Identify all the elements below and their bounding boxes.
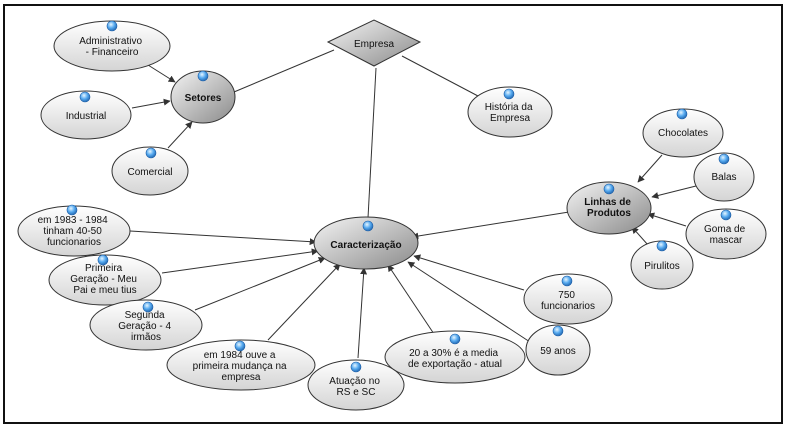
node-empresa[interactable]: Empresa — [326, 19, 422, 67]
node-pirulitos[interactable]: Pirulitos — [630, 240, 694, 290]
node-exportacao[interactable]: 20 a 30% é a media de exportação - atual — [384, 330, 526, 384]
node-exportacao-label: 20 a 30% é a media de exportação - atual — [408, 348, 502, 370]
edge-pirulitos-linhas — [631, 226, 649, 246]
edge-chocolates-linhas — [637, 154, 663, 183]
node-anos59-label: 59 anos — [540, 346, 576, 357]
edge-linhas-caracterizacao — [411, 211, 570, 240]
edge-anos59-caracterizacao — [407, 261, 531, 343]
node-industrial-label: Industrial — [66, 111, 107, 122]
edge-balas-linhas — [651, 184, 701, 199]
node-historia[interactable]: História da Empresa — [467, 86, 553, 138]
node-em1984-bullet-icon — [234, 340, 246, 352]
node-caracterizacao-label: Caracterização — [330, 240, 401, 251]
edge-empresa-historia — [401, 55, 479, 97]
node-atuacao[interactable]: Atuação no RS e SC — [307, 359, 405, 411]
node-funcionarios750-bullet-icon — [561, 275, 573, 287]
node-exportacao-bullet-icon — [449, 333, 461, 345]
node-funcionarios750[interactable]: 750 funcionarios — [523, 273, 613, 325]
node-balas[interactable]: Balas — [693, 152, 755, 202]
node-balas-label: Balas — [711, 172, 736, 183]
node-funcionarios750-label: 750 funcionarios — [541, 290, 595, 312]
node-goma-label: Goma de mascar — [704, 224, 748, 246]
node-setores-bullet-icon — [197, 70, 209, 82]
node-chocolates[interactable]: Chocolates — [642, 108, 724, 158]
node-anos59[interactable]: 59 anos — [525, 324, 591, 376]
node-caracterizacao-bullet-icon — [362, 220, 374, 232]
edge-segunda-caracterizacao — [194, 257, 326, 311]
node-em1984-label: em 1984 ouve a primeira mudança na empre… — [193, 350, 290, 383]
edge-funcionarios750-caracterizacao — [413, 254, 525, 291]
edge-primeira-caracterizacao — [161, 248, 319, 274]
node-setores[interactable]: Setores — [170, 70, 236, 124]
node-primeira-bullet-icon — [97, 254, 109, 266]
node-setores-label: Setores — [185, 93, 222, 104]
node-comercial-label: Comercial — [127, 167, 172, 178]
node-administrativo[interactable]: Administrativo - Financeiro — [53, 20, 171, 72]
node-administrativo-label: Administrativo - Financeiro — [79, 36, 145, 58]
node-goma-bullet-icon — [720, 209, 732, 221]
node-anos59-bullet-icon — [552, 325, 564, 337]
node-segunda[interactable]: Segunda Geração - 4 irmãos — [89, 299, 203, 351]
edge-comercial-setores — [167, 121, 193, 149]
edge-exportacao-caracterizacao — [387, 264, 435, 335]
node-atuacao-bullet-icon — [350, 361, 362, 373]
node-industrial-bullet-icon — [79, 91, 91, 103]
node-pirulitos-label: Pirulitos — [644, 261, 680, 272]
node-atuacao-label: Atuação no RS e SC — [329, 376, 382, 398]
edge-empresa-caracterizacao — [367, 67, 377, 219]
node-balas-bullet-icon — [718, 153, 730, 165]
node-primeira[interactable]: Primeira Geração - Meu Pai e meu tius — [48, 254, 162, 306]
node-em1983-label: em 1983 - 1984 tinham 40-50 funcionarios — [38, 215, 111, 248]
node-caracterizacao[interactable]: Caracterização — [313, 216, 419, 270]
node-segunda-bullet-icon — [142, 301, 154, 313]
node-comercial[interactable]: Comercial — [111, 146, 189, 196]
node-em1984[interactable]: em 1984 ouve a primeira mudança na empre… — [166, 339, 316, 391]
node-goma[interactable]: Goma de mascar — [685, 208, 767, 260]
edge-industrial-setores — [131, 98, 171, 109]
node-chocolates-bullet-icon — [676, 108, 688, 120]
node-segunda-label: Segunda Geração - 4 irmãos — [118, 310, 174, 343]
node-industrial[interactable]: Industrial — [40, 90, 132, 140]
edge-atuacao-caracterizacao — [357, 267, 368, 359]
node-primeira-label: Primeira Geração - Meu Pai e meu tius — [70, 263, 139, 296]
node-chocolates-label: Chocolates — [658, 128, 708, 139]
node-pirulitos-bullet-icon — [656, 240, 668, 252]
node-historia-bullet-icon — [503, 88, 515, 100]
edge-administrativo-setores — [147, 64, 176, 83]
node-empresa-label: Empresa — [354, 39, 394, 50]
node-em1983[interactable]: em 1983 - 1984 tinham 40-50 funcionarios — [17, 204, 131, 257]
node-linhas[interactable]: Linhas de Produtos — [566, 181, 652, 235]
edge-em1984-caracterizacao — [267, 263, 341, 341]
edge-goma-linhas — [647, 212, 687, 227]
edge-em1983-caracterizacao — [129, 230, 317, 246]
node-linhas-label: Linhas de Produtos — [584, 197, 633, 219]
node-em1983-bullet-icon — [66, 204, 78, 216]
node-historia-label: História da Empresa — [485, 102, 536, 124]
node-comercial-bullet-icon — [145, 147, 157, 159]
node-linhas-bullet-icon — [603, 183, 615, 195]
node-administrativo-bullet-icon — [106, 20, 118, 32]
edge-setores-empresa — [233, 49, 335, 93]
